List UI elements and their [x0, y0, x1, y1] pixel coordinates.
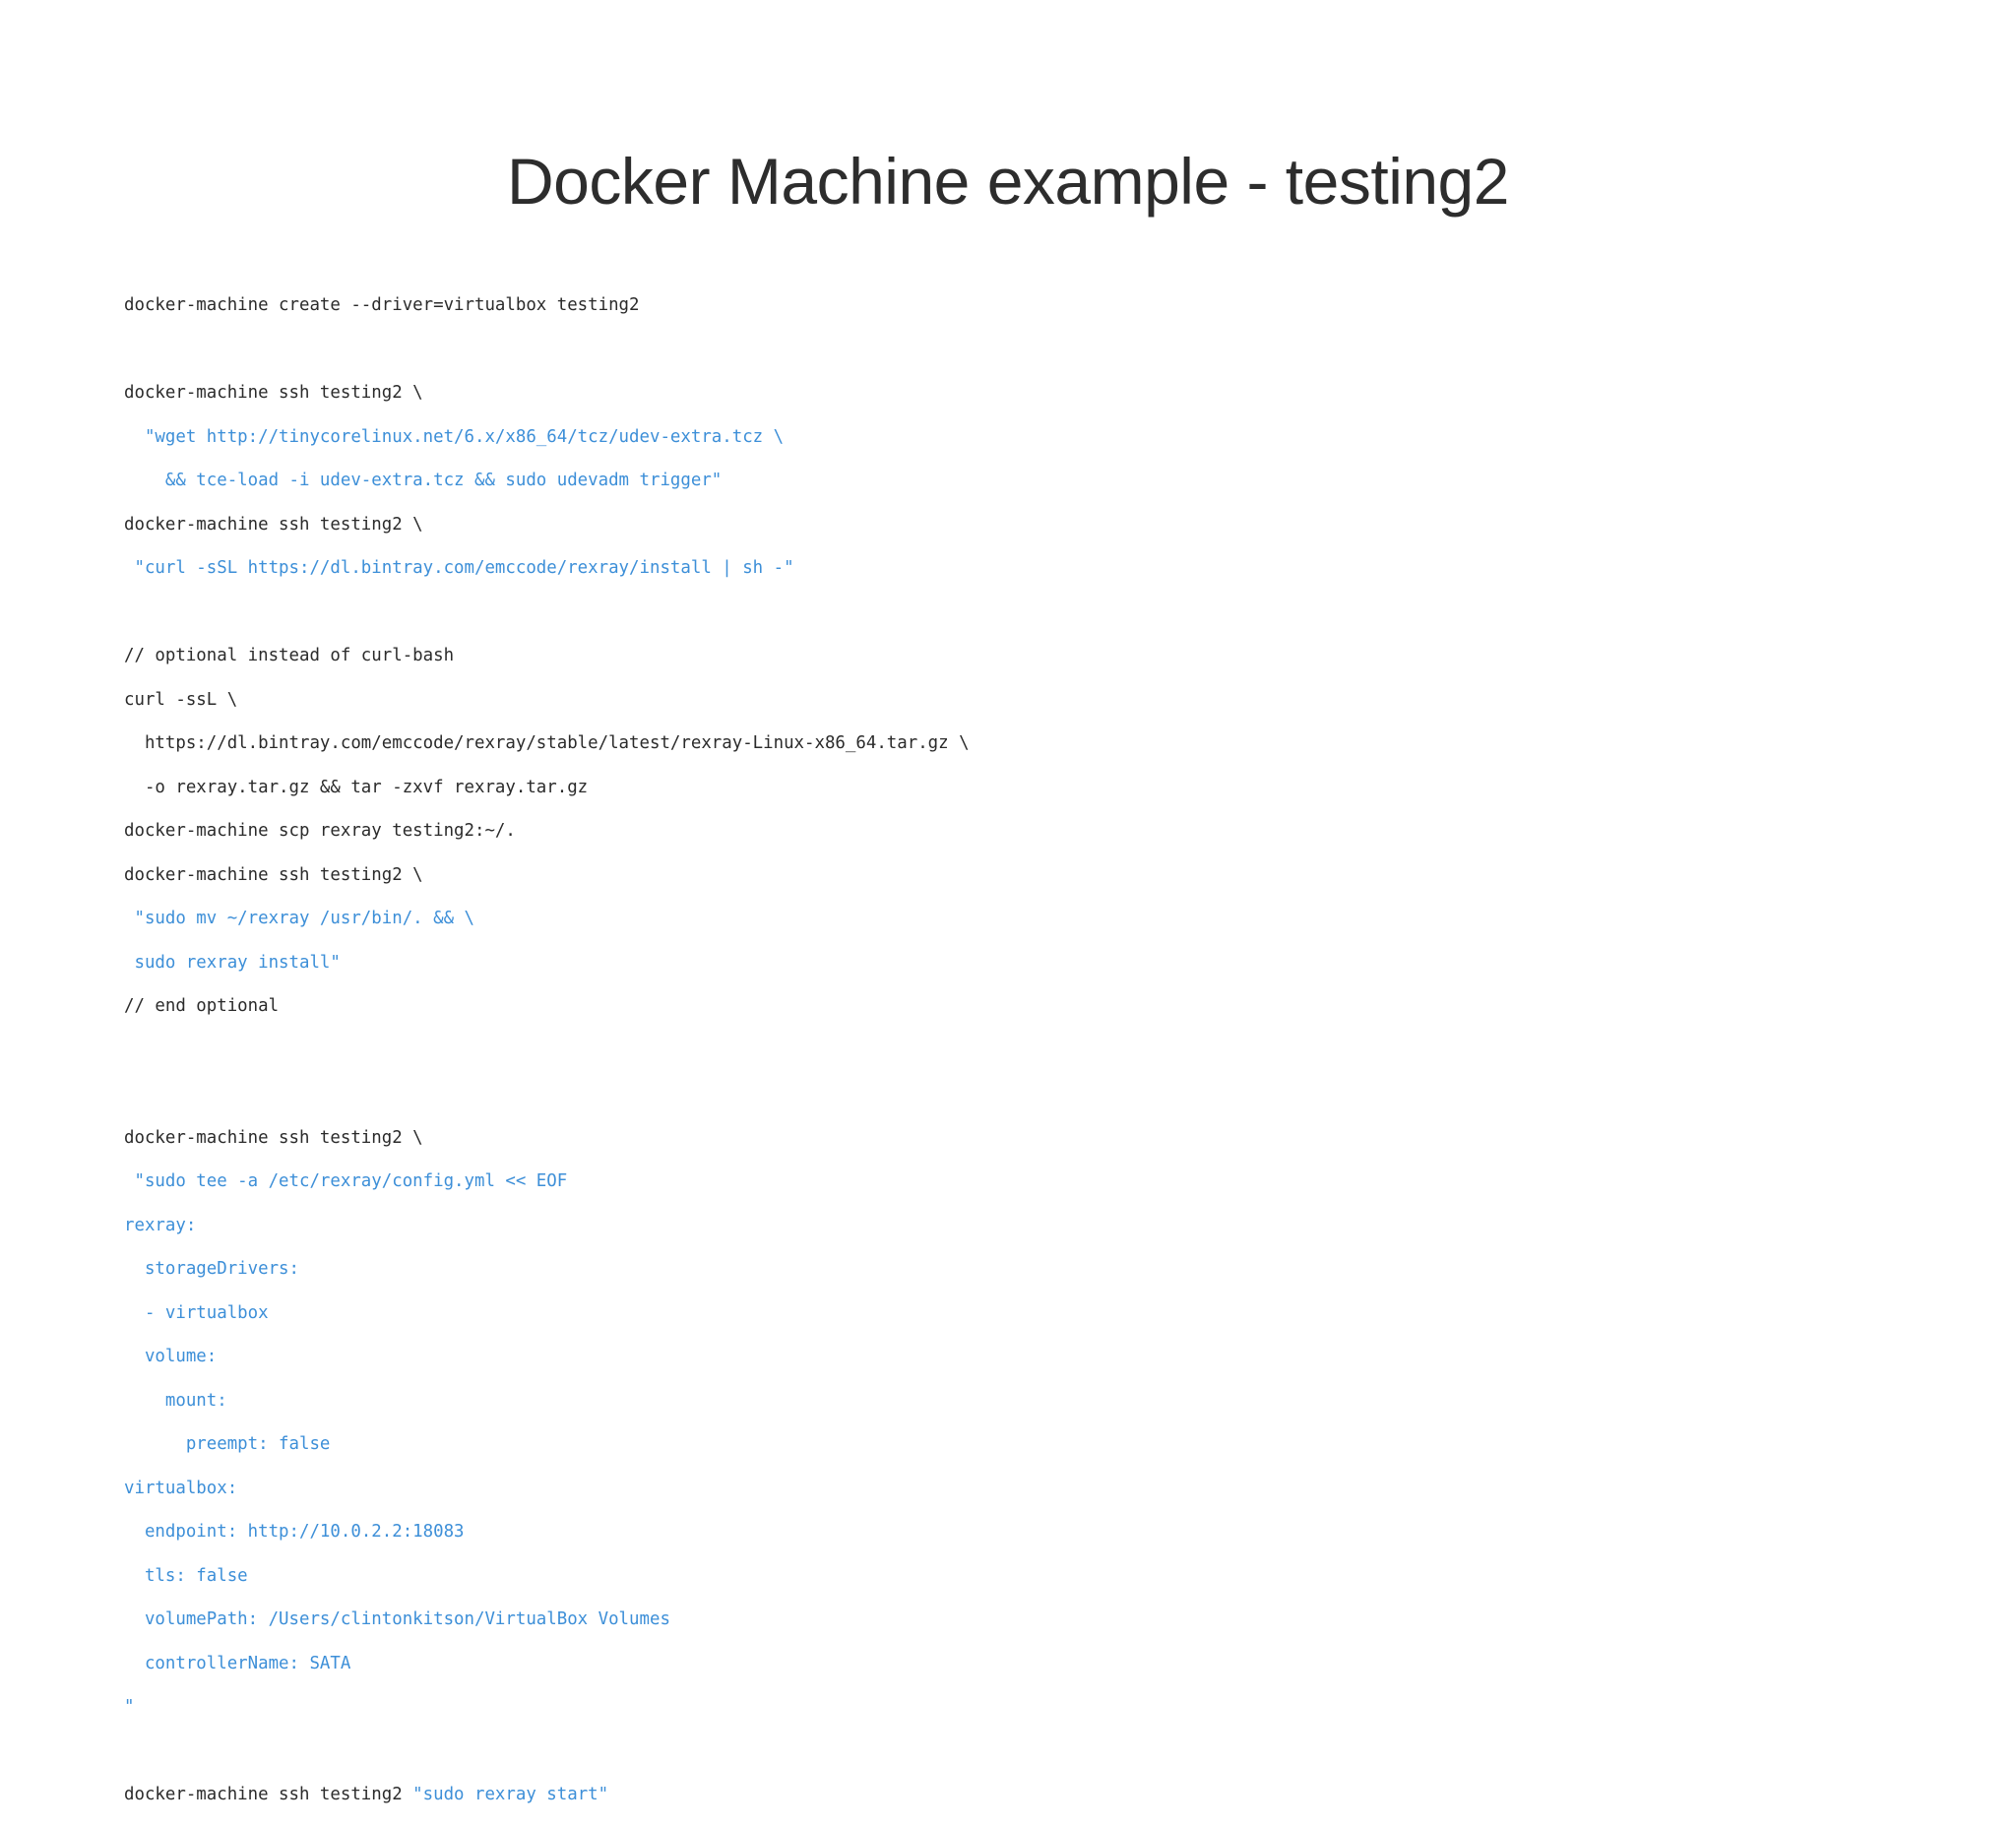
code-line: volumePath: /Users/clintonkitson/Virtual…: [124, 1608, 1896, 1630]
code-line: docker-machine ssh testing2 \: [124, 864, 1896, 886]
code-line: // end optional: [124, 995, 1896, 1017]
code-token: endpoint: http://10.0.2.2:18083: [124, 1522, 465, 1543]
code-line: docker-machine ssh testing2 \: [124, 514, 1896, 536]
code-token: docker-machine ssh testing2 \: [124, 383, 423, 404]
code-token: "sudo mv ~/rexray /usr/bin/. && \: [124, 909, 474, 929]
code-token: [124, 1741, 134, 1761]
code-line: [124, 1740, 1896, 1762]
code-line: "curl -sSL https://dl.bintray.com/emccod…: [124, 557, 1896, 579]
code-line: sudo rexray install": [124, 952, 1896, 974]
code-line: volume:: [124, 1346, 1896, 1367]
code-line: // optional instead of curl-bash: [124, 645, 1896, 666]
code-token: [124, 1084, 134, 1103]
code-token: docker-machine ssh testing2 \: [124, 1127, 423, 1148]
code-line: "sudo mv ~/rexray /usr/bin/. && \: [124, 908, 1896, 929]
code-token: docker-machine ssh testing2 \: [124, 514, 423, 535]
code-line: storageDrivers:: [124, 1258, 1896, 1280]
code-line: https://dl.bintray.com/emccode/rexray/st…: [124, 732, 1896, 754]
code-token: storageDrivers:: [124, 1259, 299, 1280]
page-title: Docker Machine example - testing2: [507, 145, 1509, 219]
code-line: [124, 1040, 1896, 1061]
code-token: docker-machine create --driver=virtualbo…: [124, 295, 640, 316]
code-line: preempt: false: [124, 1433, 1896, 1455]
code-token: https://dl.bintray.com/emccode/rexray/st…: [124, 733, 970, 754]
code-line: docker-machine create --driver=virtualbo…: [124, 294, 1896, 316]
code-line: "wget http://tinycorelinux.net/6.x/x86_6…: [124, 426, 1896, 448]
code-line: endpoint: http://10.0.2.2:18083: [124, 1521, 1896, 1543]
code-token: virtualbox:: [124, 1478, 238, 1498]
code-line: docker-machine scp rexray testing2:~/.: [124, 820, 1896, 842]
slide: Docker Machine example - testing2 docker…: [124, 145, 1510, 1805]
code-token: && tce-load -i udev-extra.tcz && sudo ud…: [124, 471, 723, 491]
code-token: mount:: [124, 1390, 227, 1411]
code-token: "curl -sSL https://dl.bintray.com/emccod…: [124, 558, 794, 579]
code-line: "sudo tee -a /etc/rexray/config.yml << E…: [124, 1170, 1896, 1192]
code-token: volume:: [124, 1347, 218, 1367]
code-token: // optional instead of curl-bash: [124, 646, 455, 666]
code-line: docker-machine ssh testing2 \: [124, 1127, 1896, 1149]
code-line: tls: false: [124, 1565, 1896, 1587]
code-token: - virtualbox: [124, 1302, 269, 1323]
code-token: [124, 602, 134, 622]
code-block: docker-machine create --driver=virtualbo…: [124, 294, 1896, 1828]
code-token: docker-machine ssh testing2: [124, 1785, 413, 1805]
code-line: docker-machine ssh testing2 \: [124, 382, 1896, 404]
code-token: tls: false: [124, 1565, 248, 1586]
code-line: controllerName: SATA: [124, 1653, 1896, 1674]
code-line: curl -ssL \: [124, 689, 1896, 711]
code-token: [124, 340, 134, 359]
code-token: rexray:: [124, 1215, 197, 1235]
code-line: && tce-load -i udev-extra.tcz && sudo ud…: [124, 470, 1896, 491]
code-token: "wget http://tinycorelinux.net/6.x/x86_6…: [124, 426, 785, 447]
code-token: docker-machine scp rexray testing2:~/.: [124, 821, 516, 842]
code-line: -o rexray.tar.gz && tar -zxvf rexray.tar…: [124, 777, 1896, 798]
code-line: [124, 1083, 1896, 1104]
code-token: curl -ssL \: [124, 689, 238, 710]
code-token: [124, 1040, 134, 1060]
code-token: volumePath: /Users/clintonkitson/Virtual…: [124, 1609, 670, 1630]
code-line: docker-machine ssh testing2 "sudo rexray…: [124, 1784, 1896, 1805]
code-line: rexray:: [124, 1215, 1896, 1236]
code-token: controllerName: SATA: [124, 1653, 351, 1673]
code-line: virtualbox:: [124, 1478, 1896, 1499]
code-token: ": [124, 1697, 135, 1718]
code-token: preempt: false: [124, 1434, 331, 1455]
code-line: [124, 601, 1896, 623]
code-line: ": [124, 1696, 1896, 1718]
code-line: [124, 339, 1896, 360]
code-token: // end optional: [124, 996, 280, 1017]
code-line: mount:: [124, 1390, 1896, 1412]
code-line: - virtualbox: [124, 1302, 1896, 1324]
code-token: "sudo rexray start": [412, 1785, 609, 1805]
code-token: sudo rexray install": [124, 952, 341, 973]
code-token: -o rexray.tar.gz && tar -zxvf rexray.tar…: [124, 777, 589, 797]
code-token: "sudo tee -a /etc/rexray/config.yml << E…: [124, 1171, 568, 1192]
code-token: docker-machine ssh testing2 \: [124, 864, 423, 885]
